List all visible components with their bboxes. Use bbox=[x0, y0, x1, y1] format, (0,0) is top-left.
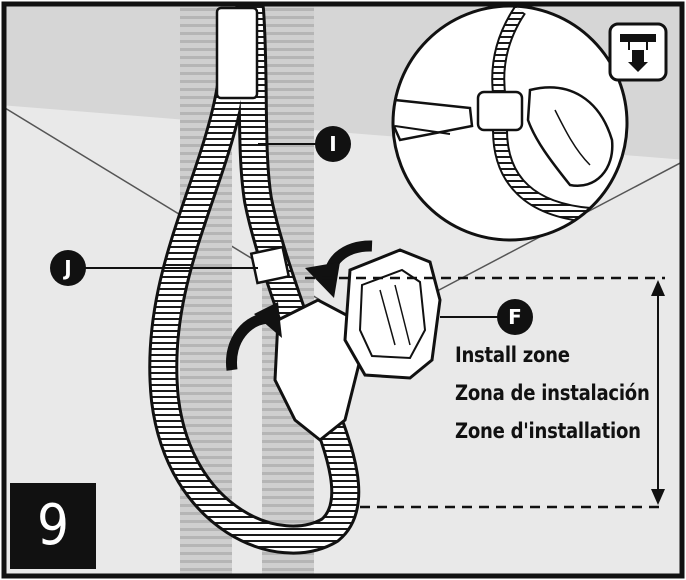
skimmer-housing-f bbox=[345, 250, 440, 378]
callout-f-label: F bbox=[508, 305, 522, 329]
install-zone-label-en: Install zone bbox=[455, 343, 570, 367]
callout-j: J bbox=[50, 250, 86, 286]
install-zone-label-fr: Zone d'installation bbox=[455, 419, 641, 443]
detail-inset bbox=[392, 6, 627, 240]
callout-i: I bbox=[315, 126, 351, 162]
hose-top-connector bbox=[217, 8, 257, 98]
callout-j-label: J bbox=[62, 256, 71, 280]
hose-swivel-j bbox=[251, 247, 289, 283]
callout-i-label: I bbox=[329, 132, 336, 156]
install-zone-label-es: Zona de instalación bbox=[455, 381, 650, 405]
pool-wall-down-arrow-icon bbox=[610, 24, 666, 80]
callout-f: F bbox=[497, 299, 533, 335]
step-number-badge: 9 bbox=[10, 483, 96, 569]
